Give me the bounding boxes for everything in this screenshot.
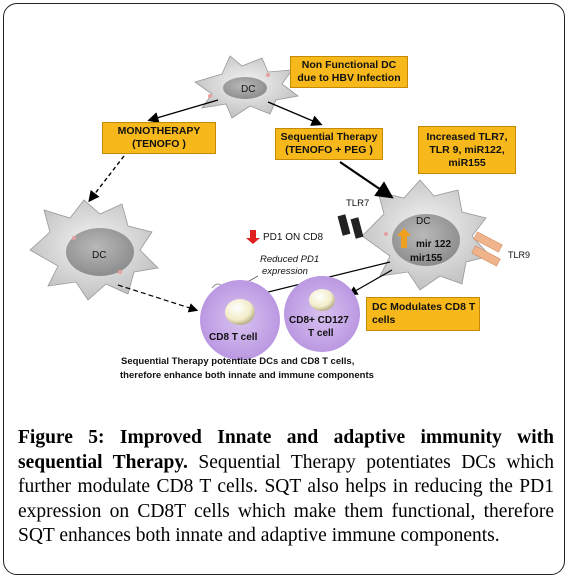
box-increased-line2: TLR 9, miR122, [429, 143, 505, 156]
caption-heading: Figure 5: Improved Innate and adaptive i… [18, 427, 554, 473]
dc-right: DC mir 122 mir155 [361, 179, 491, 291]
dc-left: DC [29, 199, 159, 301]
arrow-sequential-to-dc [339, 161, 394, 199]
figure-caption: Figure 5: Improved Innate and adaptive i… [18, 426, 554, 549]
pd1-label: PD1 ON CD8 [263, 232, 323, 243]
box-sequential-therapy: Sequential Therapy (TENOFO + PEG ) [275, 128, 383, 160]
box-sequential-line1: Sequential Therapy [280, 131, 378, 143]
diagram-canvas: DC DC DC mir 122 mir155 TLR7 TLR9 PD1 ON… [29, 55, 530, 381]
box-increased-tlr: Increased TLR7, TLR 9, miR122, miR155 [418, 126, 516, 174]
arrow-dc-left-to-tcell [117, 284, 199, 313]
cd8-cd127-label-line2: T cell [308, 328, 334, 339]
tlr9-receptor [471, 231, 503, 267]
increase-arrow-icon [397, 228, 411, 248]
box-nonfunctional-line1: Non Functional DC [301, 59, 397, 71]
summary-line1: Sequential Therapy potentiate DCs and CD… [121, 356, 354, 367]
box-sequential-line2: (TENOFO + PEG ) [285, 144, 373, 156]
cd8-cd127-t-cell: CD8+ CD127 T cell [284, 276, 360, 352]
box-nonfunctional-dc: Non Functional DC due to HBV Infection [290, 56, 408, 88]
arrow-dc-to-cd127 [347, 269, 393, 296]
box-monotherapy: MONOTHERAPY (TENOFO ) [102, 122, 216, 154]
decrease-arrow-icon [246, 230, 260, 244]
box-modulates-line2: cells [372, 314, 396, 326]
arrow-dc-to-monotherapy [147, 99, 219, 124]
cd8-cell-label: CD8 T cell [209, 332, 258, 343]
box-monotherapy-line2: (TENOFO ) [132, 138, 186, 150]
caption-body: Sequential Therapy potentiates DCs which… [18, 451, 555, 547]
box-modulates-line1: DC Modulates CD8 T [372, 301, 476, 313]
summary-line2: therefore enhance both innate and immune… [120, 370, 374, 381]
box-increased-line1: Increased TLR7, [426, 130, 508, 143]
box-nonfunctional-line2: due to HBV Infection [297, 72, 401, 84]
box-increased-line3: miR155 [448, 156, 486, 169]
dc-right-label: DC [416, 216, 430, 227]
dc-top: DC [194, 55, 299, 119]
box-dc-modulates: DC Modulates CD8 T cells [366, 297, 480, 331]
box-monotherapy-line1: MONOTHERAPY [117, 125, 201, 137]
cd8-cd127-label-line1: CD8+ CD127 [289, 315, 349, 326]
reduced-pd1-line2: expression [262, 266, 308, 277]
tlr7-label: TLR7 [346, 198, 369, 209]
reduced-pd1-line1: Reduced PD1 [260, 254, 319, 265]
dc-left-label: DC [92, 250, 106, 261]
tlr7-receptor [337, 214, 364, 239]
arrow-monotherapy-to-dc [88, 155, 125, 203]
arrow-dc-to-sequential [267, 101, 323, 126]
dc-top-label: DC [241, 84, 255, 95]
tlr9-label: TLR9 [508, 250, 530, 260]
dc-right-mir122: mir 122 [416, 239, 451, 250]
cd8-t-cell: CD8 T cell [200, 280, 280, 360]
dc-right-mir155: mir155 [410, 253, 443, 264]
